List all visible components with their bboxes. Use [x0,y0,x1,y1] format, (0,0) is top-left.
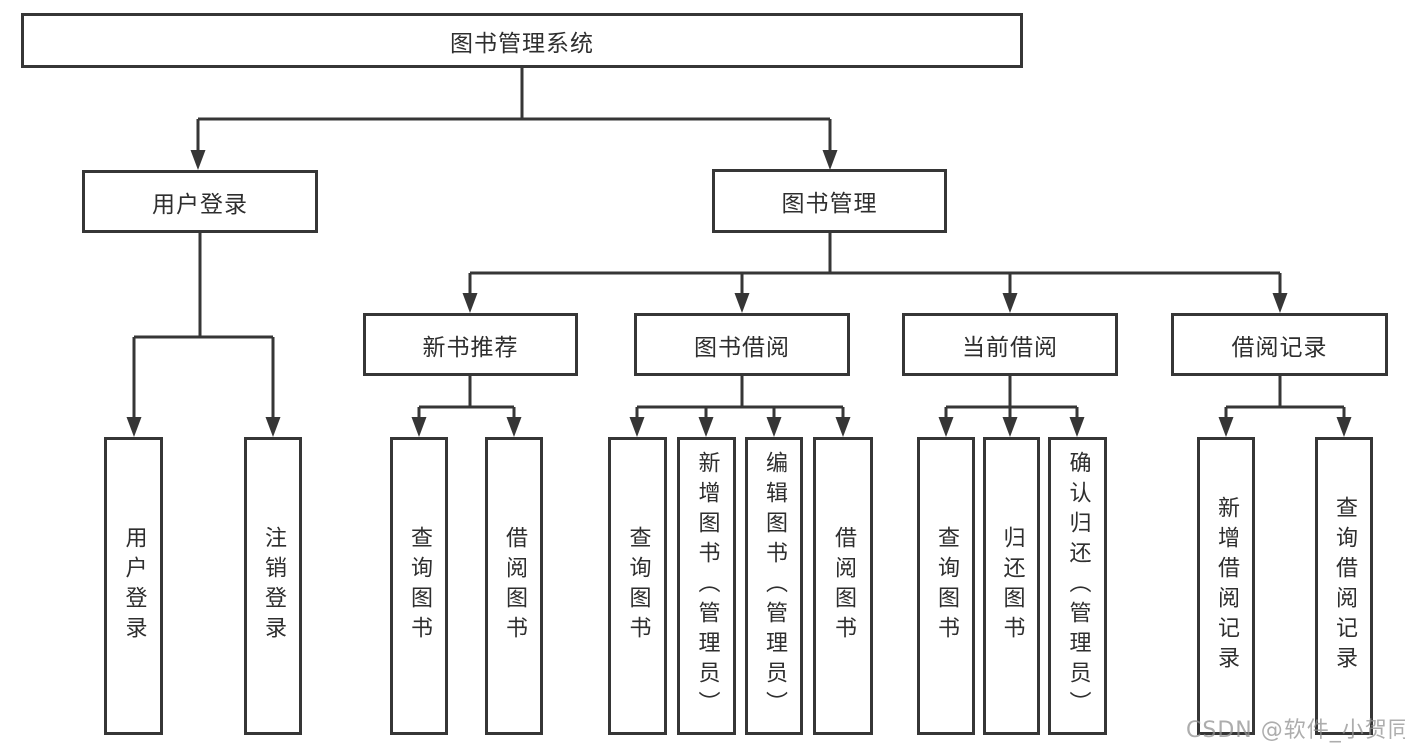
leaf-borrowing-query-book-label: 查询图书 [625,526,651,646]
node-borrowing-records: 借阅记录 [1171,313,1388,376]
leaf-logout-label: 注销登录 [261,526,286,646]
leaf-newbook-borrow-book: 借阅图书 [485,437,543,735]
leaf-current-query-book: 查询图书 [917,437,975,735]
leaf-records-add-record: 新增借阅记录 [1197,437,1255,735]
node-current-borrowing: 当前借阅 [902,313,1118,376]
leaf-user-login: 用户登录 [104,437,163,735]
node-current-borrowing-label: 当前借阅 [962,334,1058,361]
node-book-management: 图书管理 [712,169,947,233]
leaf-current-query-book-label: 查询图书 [934,526,959,646]
leaf-records-query-record: 查询借阅记录 [1315,437,1373,735]
node-root: 图书管理系统 [21,13,1023,68]
leaf-user-login-label: 用户登录 [121,526,147,646]
leaf-borrowing-borrow-book: 借阅图书 [813,437,873,735]
leaf-logout: 注销登录 [244,437,302,735]
node-user-login: 用户登录 [82,170,318,233]
node-book-borrowing: 图书借阅 [634,313,850,376]
leaf-borrowing-add-book-admin-label: 新增图书（管理员） [694,451,720,721]
node-new-book-recommendation: 新书推荐 [363,313,578,376]
leaf-records-query-record-label: 查询借阅记录 [1332,496,1357,676]
leaf-current-return-book-label: 归还图书 [999,526,1025,646]
leaf-current-return-book: 归还图书 [983,437,1040,735]
leaf-borrowing-query-book: 查询图书 [608,437,667,735]
node-new-book-recommendation-label: 新书推荐 [422,334,519,361]
leaf-newbook-query-book-label: 查询图书 [407,526,432,646]
leaf-current-confirm-return-admin-label: 确认归还（管理员） [1065,451,1091,721]
node-book-borrowing-label: 图书借阅 [694,334,790,361]
leaf-records-add-record-label: 新增借阅记录 [1214,496,1239,676]
leaf-borrowing-edit-book-admin: 编辑图书（管理员） [745,437,803,735]
node-borrowing-records-label: 借阅记录 [1231,334,1328,361]
node-root-label: 图书管理系统 [450,30,594,57]
leaf-borrowing-borrow-book-label: 借阅图书 [831,526,856,646]
leaf-borrowing-edit-book-admin-label: 编辑图书（管理员） [762,451,787,721]
leaf-current-confirm-return-admin: 确认归还（管理员） [1048,437,1107,735]
csdn-watermark: CSDN @软件_小贺同学 [1186,718,1405,743]
leaf-newbook-query-book: 查询图书 [390,437,448,735]
node-user-login-label: 用户登录 [152,191,248,218]
leaf-newbook-borrow-book-label: 借阅图书 [502,526,527,646]
node-book-management-label: 图书管理 [781,191,878,217]
leaf-borrowing-add-book-admin: 新增图书（管理员） [677,437,736,735]
